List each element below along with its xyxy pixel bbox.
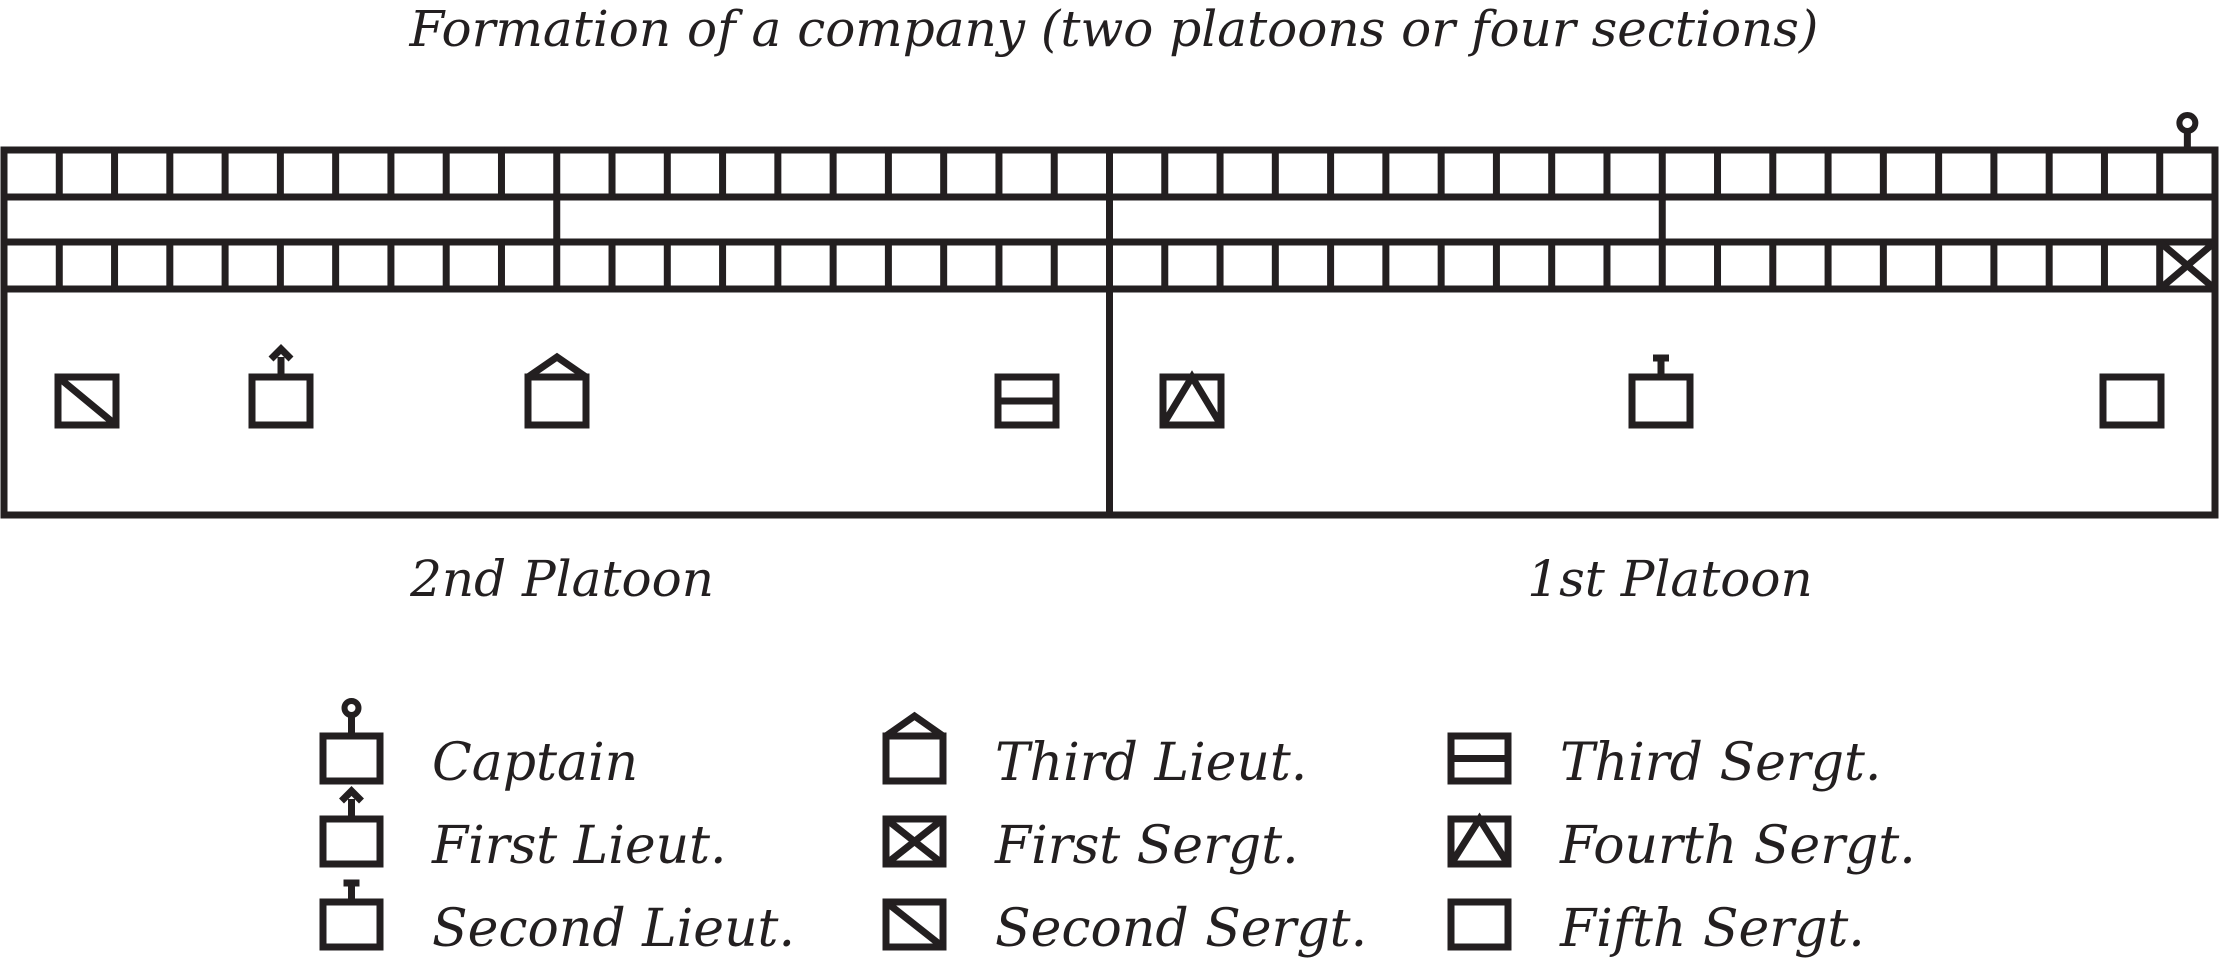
third-sergt-icon (1447, 732, 1512, 785)
formation-grid (0, 146, 2219, 519)
second-sergt-icon (54, 373, 120, 429)
icon-stroke (883, 816, 946, 867)
first-sergt-icon (882, 815, 947, 868)
first-sergt-icon (2157, 239, 2218, 292)
officer-markers (54, 112, 2218, 429)
first-lieut-icon (319, 786, 384, 868)
icon-square (319, 815, 384, 868)
legend-label: Captain (432, 733, 638, 793)
icon-square (882, 732, 947, 785)
icon-triangle (1448, 812, 1511, 866)
legend-label: Second Sergt. (995, 899, 1367, 959)
legend-item: Second Sergt. (882, 898, 1367, 959)
captain-icon (319, 698, 384, 785)
legend-item: Second Lieut. (319, 879, 795, 959)
second-sergt-icon (882, 898, 947, 951)
captain-icon (2176, 112, 2199, 134)
icon-square (248, 373, 314, 429)
legend-item: Captain (319, 698, 638, 793)
legend-label: First Lieut. (431, 816, 727, 876)
third-lieut-icon (882, 711, 947, 785)
icon-square (1447, 815, 1512, 868)
legend-label: Third Sergt. (1560, 733, 1881, 793)
legend-label: Fifth Sergt. (1559, 899, 1865, 959)
icon-ring (341, 698, 362, 718)
third-sergt-icon (994, 373, 1060, 429)
legend-label: Second Lieut. (432, 899, 795, 959)
icon-stroke (55, 374, 119, 428)
icon-stroke (883, 899, 946, 950)
legend-item: Fifth Sergt. (1447, 898, 1865, 959)
diagram-title: Formation of a company (two platoons or … (409, 0, 1819, 58)
icon-square (319, 898, 384, 951)
icon-square (1628, 373, 1694, 429)
platoon-label-2nd: 2nd Platoon (409, 550, 714, 608)
icon-triangle (1160, 370, 1224, 427)
icon-arrowhead (339, 786, 364, 804)
legend-item: Fourth Sergt. (1447, 812, 1916, 876)
second-lieut-icon (1628, 354, 1694, 429)
fourth-sergt-icon (1447, 812, 1512, 868)
icon-square (1447, 898, 1512, 951)
icon-square (1159, 373, 1225, 429)
fifth-sergt-icon (2099, 373, 2165, 429)
legend-label: First Sergt. (994, 816, 1299, 876)
icon-square (882, 898, 947, 951)
icon-arrowhead (268, 344, 294, 362)
legend-label: Third Lieut. (995, 733, 1307, 793)
fourth-sergt-icon (1159, 370, 1225, 429)
platoon-label-1st: 1st Platoon (1527, 550, 1812, 608)
icon-square (2099, 373, 2165, 429)
icon-square (54, 373, 120, 429)
legend-item: Third Lieut. (882, 711, 1307, 793)
legend-item: First Lieut. (319, 786, 727, 876)
icon-roof (526, 352, 588, 380)
fifth-sergt-icon (1447, 898, 1512, 951)
legend-item: Third Sergt. (1447, 732, 1881, 793)
legend-label: Fourth Sergt. (1559, 816, 1916, 876)
icon-square (882, 815, 947, 868)
icon-square (319, 732, 384, 785)
second-lieut-icon (319, 879, 384, 951)
first-lieut-icon (248, 344, 314, 429)
legend-item: First Sergt. (882, 815, 1299, 876)
icon-roof (883, 711, 946, 739)
icon-square (524, 373, 590, 429)
third-lieut-icon (524, 352, 590, 429)
